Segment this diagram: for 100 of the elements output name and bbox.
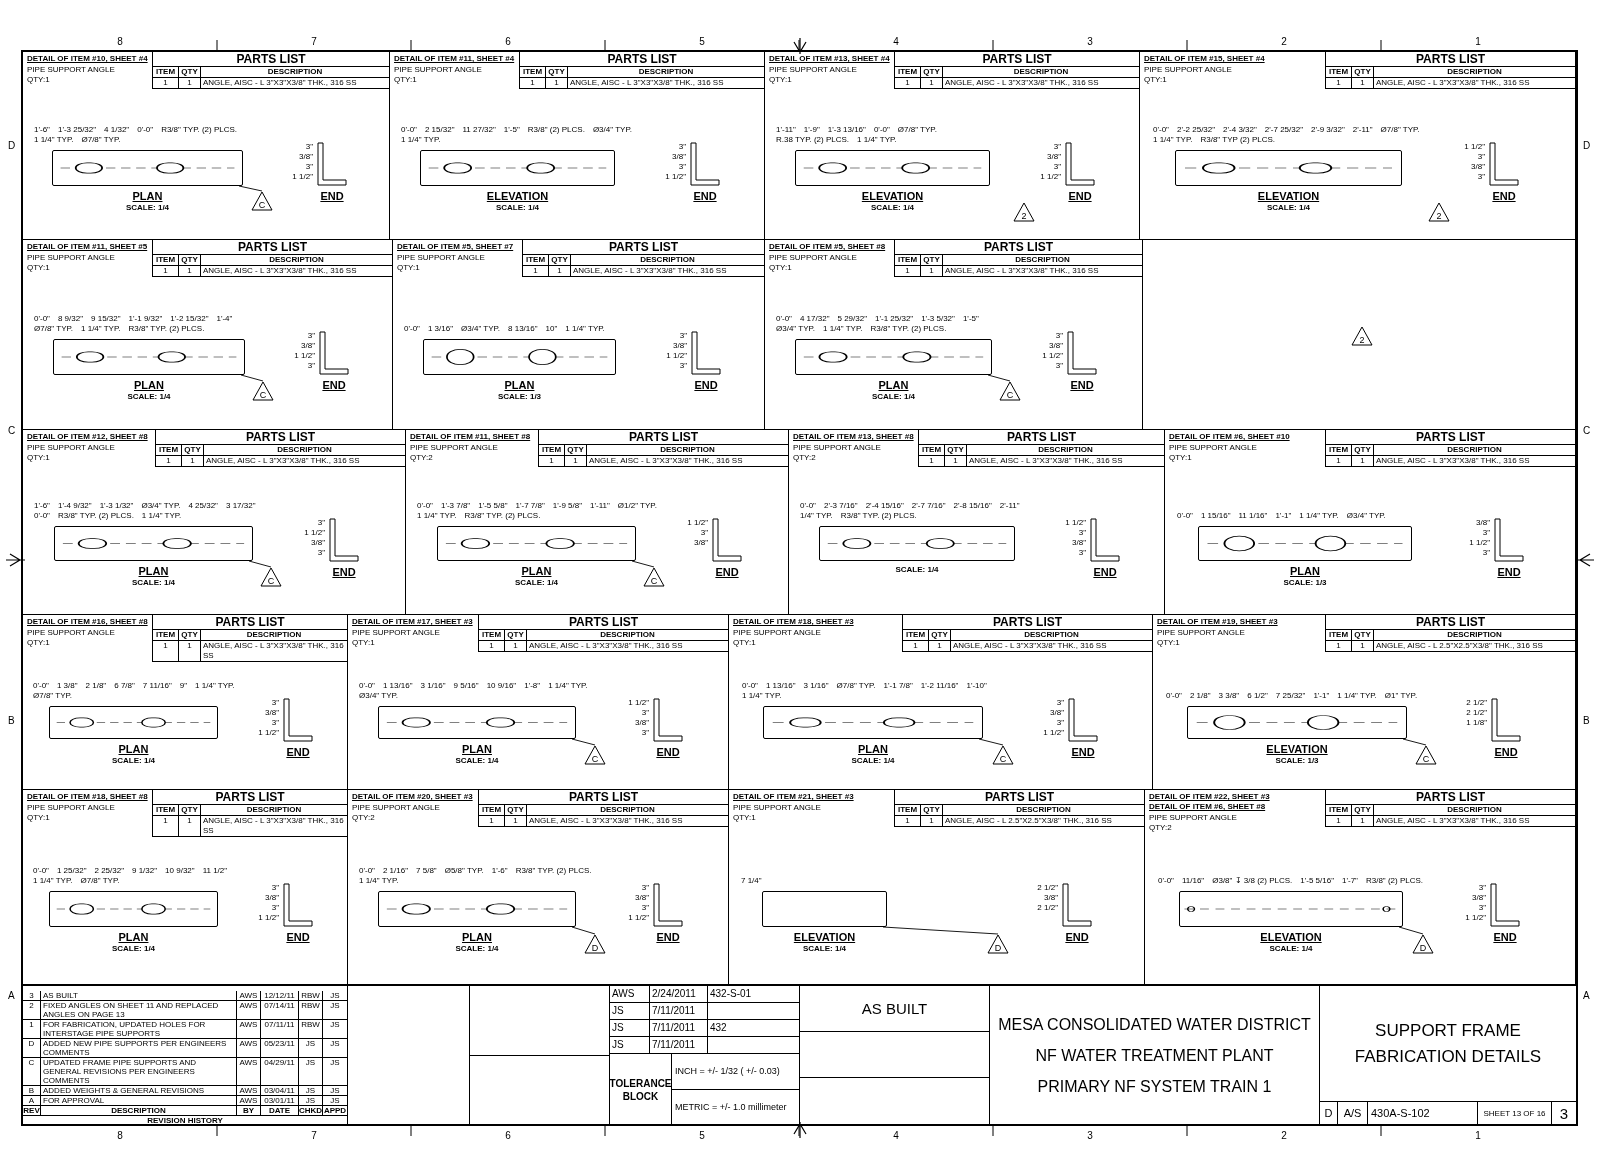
view-title: PLAN (134, 379, 164, 392)
dimension-text: 3/8" (672, 152, 686, 162)
dimension-text: 6 1/2" (1247, 691, 1268, 701)
angle-end-view-drawing (1067, 331, 1097, 375)
dimension-text: 1'-4" (216, 314, 233, 324)
leader-line (987, 374, 1011, 382)
dimension-text: 2'-11" (1352, 125, 1373, 135)
dimension-text: Ø3/4" TYP. (592, 125, 632, 135)
dimension-text: 0'-0" (33, 866, 49, 876)
angle-end-view-drawing (690, 142, 720, 186)
detail-heading: DETAIL OF ITEM #11, SHEET #8 (410, 432, 532, 442)
dimension-text: 1 1/2" (292, 172, 313, 182)
detail-panel (23, 430, 406, 615)
parts-list-table (894, 790, 1144, 827)
dimension-text: 3/8" (1047, 152, 1061, 162)
part-name: PIPE SUPPORT ANGLE (793, 443, 882, 453)
leader-line (882, 926, 999, 935)
dimension-text: 11 1/2" (202, 866, 228, 876)
revision-entry: B (23, 1086, 41, 1095)
dimension-text: 1 1/2" (687, 518, 708, 528)
scale-note: A/S (1338, 1102, 1368, 1125)
dimension-text: 11 27/32" (462, 125, 496, 135)
revision-entry: 05/23/11 (261, 1039, 299, 1057)
dimension-text: Ø7/8" TYP. (34, 324, 73, 334)
dimension-text: R3/8" TYP. (2) PLCS. (870, 324, 947, 334)
title-block-entry: JS (612, 1039, 624, 1050)
dimension-text: 1 1/4" TYP. (565, 324, 605, 334)
detail-heading: DETAIL OF ITEM #19, SHEET #3 (1157, 617, 1279, 627)
revision-letter: C (650, 576, 658, 586)
detail-panel (1153, 615, 1576, 790)
column-header: DESCRIPTION (1446, 630, 1503, 640)
view-title: ELEVATION (861, 190, 924, 203)
quantity-text: QTY:2 (352, 813, 376, 823)
view-title: END (1070, 746, 1096, 759)
table-entry: 1 (505, 816, 527, 826)
part-name: PIPE SUPPORT ANGLE (27, 803, 116, 813)
column-header: DESCRIPTION (1446, 67, 1503, 77)
dimension-text: 3 1/16" (803, 681, 829, 691)
revision-triangle (643, 567, 665, 587)
dimension-text: 3/8" (635, 718, 649, 728)
quantity-text: QTY:1 (733, 638, 757, 648)
table-entry: ANGLE, AISC - L 3"X3"X3/8" THK., 316 SS (572, 266, 728, 276)
detail-panel (1165, 430, 1576, 615)
table-entry: 1 (1326, 641, 1352, 651)
dimension-text: 9 1/32" (132, 866, 158, 876)
dimension-text: 3" (1482, 528, 1490, 538)
angle-plate-drawing (54, 526, 253, 561)
parts-list-table (1325, 52, 1575, 89)
view-title: END (319, 190, 345, 203)
scale-note: SCALE: 1/4 (1269, 944, 1313, 954)
revision-letter: 2 (1436, 211, 1442, 221)
dimension-text: 2'-4 15/16" (865, 501, 904, 511)
dimension-text: 3" (1053, 142, 1061, 152)
parts-list-table (1325, 790, 1575, 827)
part-name: PIPE SUPPORT ANGLE (1144, 65, 1233, 75)
column-header: DESCRIPTION (599, 630, 656, 640)
dimension-text: 3" (1055, 331, 1063, 341)
column-header: DESCRIPTION (1037, 445, 1094, 455)
parts-list-table (152, 615, 347, 662)
angle-end-view-drawing (712, 518, 742, 562)
zone-number: 8 (116, 1130, 124, 1141)
zone-number: 4 (892, 1130, 900, 1141)
angle-plate-drawing (378, 706, 576, 739)
scale-note: SCALE: 1/4 (455, 756, 499, 766)
zone-number: 2 (1280, 36, 1288, 47)
detail-heading: DETAIL OF ITEM #10, SHEET #4 (27, 54, 149, 64)
leader-line (571, 738, 596, 746)
angle-end-view-drawing (1062, 883, 1092, 927)
table-entry: 1 (153, 78, 179, 88)
part-name: PIPE SUPPORT ANGLE (397, 253, 486, 263)
table-entry: 1 (919, 456, 945, 466)
detail-panel (348, 615, 729, 790)
column-header: QTY (179, 67, 201, 77)
detail-panel (765, 52, 1140, 240)
view-title: END (655, 746, 681, 759)
revision-entry: RBW (299, 991, 323, 1000)
table-entry: 1 (182, 456, 204, 466)
angle-plate-drawing (437, 526, 636, 561)
revision-entry: JS (299, 1058, 323, 1085)
dimension-text: 4 25/32" (188, 501, 218, 511)
dimension-text: Ø3/4" TYP. (359, 691, 398, 701)
dimension-text: 3" (307, 361, 315, 371)
detail-heading: DETAIL OF ITEM #20, SHEET #3 (352, 792, 474, 802)
dimension-text: R3/8" TYP. (2) PLCS. (57, 511, 134, 521)
quantity-text: QTY:1 (769, 75, 793, 85)
dimension-text: 1 1/4" TYP. (81, 324, 121, 334)
detail-panel (729, 615, 1153, 790)
table-entry: ANGLE, AISC - L 3"X3"X3/8" THK., 316 SS (528, 641, 684, 651)
table-entry: 1 (156, 456, 182, 466)
table-title: PARTS LIST (919, 430, 1164, 445)
title-block-entry: 432 (710, 1022, 727, 1033)
leader-line (240, 374, 264, 382)
dimension-text: 1'-1" (1313, 691, 1330, 701)
dimension-text: 3" (305, 162, 313, 172)
scale-note: SCALE: 1/4 (851, 756, 895, 766)
scale-note: SCALE: 1/4 (111, 756, 156, 766)
view-title: PLAN (1290, 565, 1320, 578)
quantity-text: QTY:1 (27, 638, 51, 648)
column-header: ITEM (895, 67, 921, 77)
revision-entry: 2 (23, 1001, 41, 1019)
